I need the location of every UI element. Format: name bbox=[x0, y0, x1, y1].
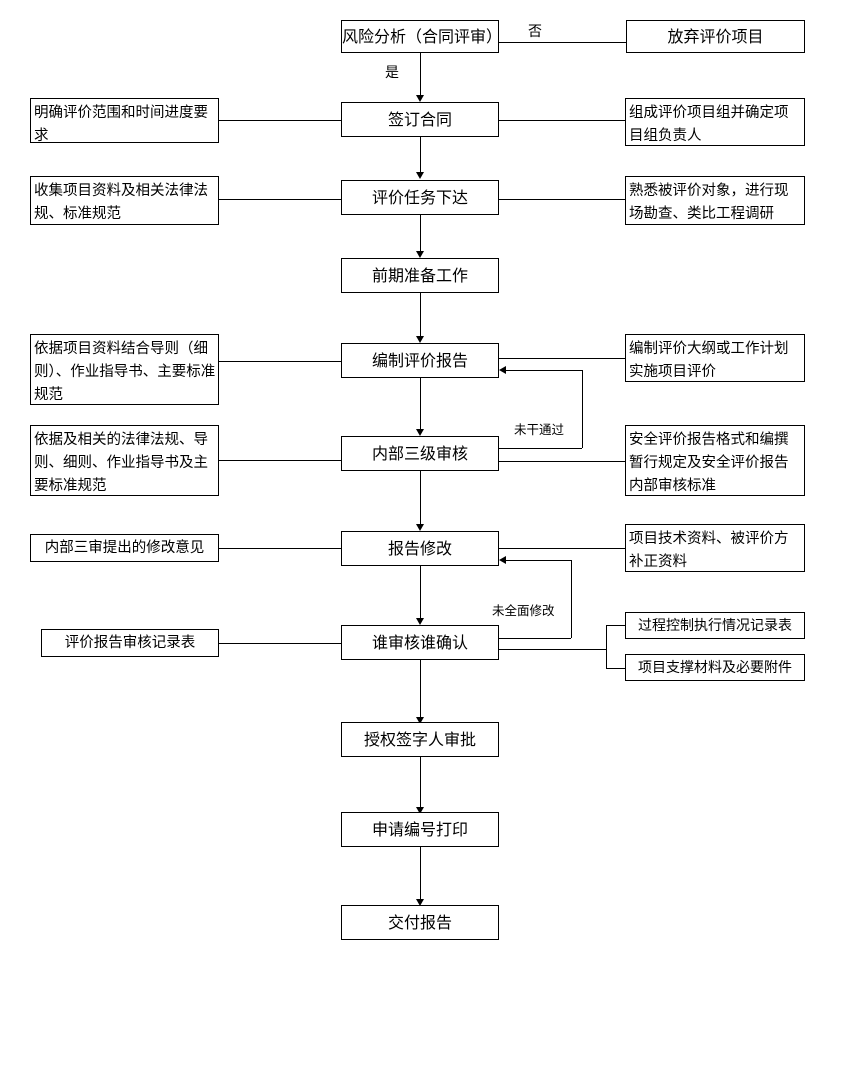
node-authorized-approval[interactable]: 授权签字人审批 bbox=[341, 722, 499, 757]
node-write-report[interactable]: 编制评价报告 bbox=[341, 343, 499, 378]
edge-approval-to-print bbox=[420, 757, 421, 812]
node-tech-data[interactable]: 项目技术资料、被评价方补正资料 bbox=[625, 524, 805, 572]
edge-label-not-approved: 未干通过 bbox=[514, 422, 565, 437]
arrow-print-to-deliver bbox=[416, 899, 424, 906]
edge-feedback-review-top bbox=[503, 370, 582, 371]
edge-outline-to-write bbox=[499, 358, 625, 359]
node-form-team[interactable]: 组成评价项目组并确定项目组负责人 bbox=[625, 98, 805, 146]
arrow-feedback-to-write bbox=[499, 366, 506, 374]
edge-laws-to-review bbox=[219, 460, 341, 461]
node-support-material[interactable]: 项目支撑材料及必要附件 bbox=[625, 654, 805, 681]
edge-task-to-prep bbox=[420, 215, 421, 255]
node-collect-data[interactable]: 收集项目资料及相关法律法规、标准规范 bbox=[30, 176, 219, 225]
arrow-revise-to-confirm bbox=[416, 618, 424, 625]
node-deliver-report[interactable]: 交付报告 bbox=[341, 905, 499, 940]
node-scope-schedule[interactable]: 明确评价范围和时间进度要求 bbox=[30, 98, 219, 144]
node-who-confirms[interactable]: 谁审核谁确认 bbox=[341, 625, 499, 660]
edge-revise-to-confirm bbox=[420, 566, 421, 622]
edge-feedback-confirm-bottom bbox=[499, 638, 571, 639]
edge-bracket-to-process-record bbox=[606, 625, 625, 626]
node-abandon-project[interactable]: 放弃评价项目 bbox=[626, 20, 805, 53]
arrow-approval-to-print bbox=[416, 807, 424, 814]
edge-prep-to-write bbox=[420, 293, 421, 341]
edge-record-to-confirm bbox=[219, 643, 341, 644]
node-basis-guideline[interactable]: 依据项目资料结合导则（细则）、作业指导书、主要标准规范 bbox=[30, 334, 219, 405]
node-laws-regulations[interactable]: 依据及相关的法律法规、导则、细则、作业指导书及主要标准规范 bbox=[30, 425, 219, 496]
node-site-survey[interactable]: 熟悉被评价对象，进行现场勘查、类比工程调研 bbox=[625, 176, 805, 225]
arrow-task-to-prep bbox=[416, 251, 424, 258]
edge-print-to-deliver bbox=[420, 847, 421, 904]
node-apply-number-print[interactable]: 申请编号打印 bbox=[341, 812, 499, 847]
node-internal-review[interactable]: 内部三级审核 bbox=[341, 436, 499, 471]
edge-label-no: 否 bbox=[528, 24, 542, 40]
node-report-format-std[interactable]: 安全评价报告格式和编撰暂行规定及安全评价报告内部审核标准 bbox=[625, 425, 805, 496]
node-outline-plan[interactable]: 编制评价大纲或工作计划实施项目评价 bbox=[625, 334, 805, 382]
edge-opinions-to-revise bbox=[219, 548, 341, 549]
edge-basis-to-write bbox=[219, 361, 341, 362]
arrow-review-to-revise bbox=[416, 524, 424, 531]
node-sign-contract[interactable]: 签订合同 bbox=[341, 102, 499, 137]
node-review-record[interactable]: 评价报告审核记录表 bbox=[41, 629, 219, 657]
arrow-risk-to-sign bbox=[416, 95, 424, 102]
edge-risk-to-sign bbox=[420, 53, 421, 100]
node-prep-work[interactable]: 前期准备工作 bbox=[341, 258, 499, 293]
edge-write-to-review bbox=[420, 378, 421, 433]
edge-review-to-revise bbox=[420, 471, 421, 529]
edge-review-to-format-std bbox=[499, 461, 625, 462]
arrow-feedback-to-revise bbox=[499, 556, 506, 564]
edge-feedback-confirm-vert bbox=[571, 560, 572, 638]
edge-task-to-survey bbox=[499, 199, 625, 200]
edge-bracket-vert bbox=[606, 625, 607, 669]
edge-bracket-to-support-material bbox=[606, 668, 625, 669]
node-process-record[interactable]: 过程控制执行情况记录表 bbox=[625, 612, 805, 639]
arrow-sign-to-task bbox=[416, 172, 424, 179]
edge-confirm-to-approval bbox=[420, 660, 421, 722]
edge-feedback-confirm-top bbox=[503, 560, 571, 561]
edge-scope-to-sign bbox=[219, 120, 341, 121]
node-report-revise[interactable]: 报告修改 bbox=[341, 531, 499, 566]
edge-feedback-review-bottom bbox=[499, 448, 582, 449]
arrow-prep-to-write bbox=[416, 336, 424, 343]
edge-sign-to-team bbox=[499, 120, 625, 121]
arrow-confirm-to-approval bbox=[416, 717, 424, 724]
edge-confirm-to-bracket bbox=[499, 649, 606, 650]
edge-risk-to-abandon bbox=[499, 42, 626, 43]
node-review-opinions[interactable]: 内部三审提出的修改意见 bbox=[30, 534, 219, 562]
edge-techdata-to-revise bbox=[499, 548, 625, 549]
edge-feedback-review-vert bbox=[582, 370, 583, 448]
arrow-write-to-review bbox=[416, 429, 424, 436]
edge-label-yes: 是 bbox=[385, 65, 399, 81]
edge-collect-to-task bbox=[219, 199, 341, 200]
node-task-assign[interactable]: 评价任务下达 bbox=[341, 180, 499, 215]
edge-label-not-fully-revised: 未全面修改 bbox=[492, 603, 555, 618]
node-risk-analysis[interactable]: 风险分析（合同评审） bbox=[341, 20, 502, 53]
edge-sign-to-task bbox=[420, 137, 421, 175]
